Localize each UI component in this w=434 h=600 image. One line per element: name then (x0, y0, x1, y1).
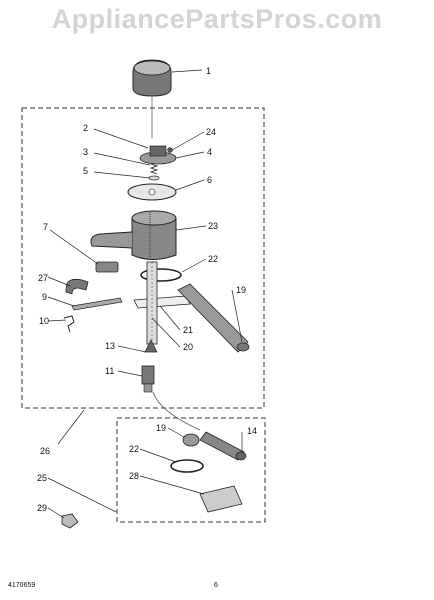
callout-7: 7 (43, 222, 48, 232)
kit-part-gasket (199, 485, 243, 513)
kit-part-clip (61, 513, 79, 529)
callout-10: 10 (39, 316, 49, 326)
callout-19-kit: 19 (156, 423, 166, 433)
callout-11: 11 (105, 366, 114, 376)
callout-24: 24 (206, 127, 216, 137)
part-disc-hole (148, 188, 156, 196)
callout-20: 20 (183, 342, 193, 352)
hose-line (152, 391, 201, 431)
callout-22-kit: 22 (129, 444, 139, 454)
kit-boundary (116, 417, 266, 523)
part-spout-body (90, 210, 177, 260)
leader-lines (47, 69, 243, 519)
callout-3: 3 (83, 147, 88, 157)
callout-labels: 1 2 24 3 4 5 6 7 23 22 27 19 9 10 21 20 … (37, 66, 257, 513)
kit-part-washer (182, 433, 200, 447)
callout-28: 28 (129, 471, 139, 481)
callout-4: 4 (207, 147, 212, 157)
callout-14: 14 (247, 426, 257, 436)
part-clamp-strap (71, 297, 123, 311)
callout-22: 22 (208, 254, 218, 264)
part-gasket (133, 295, 191, 309)
part-clip (63, 315, 75, 333)
assembly-boundary (21, 107, 265, 409)
callout-27: 27 (38, 273, 48, 283)
part-aerator (95, 261, 119, 273)
callout-25: 25 (37, 473, 47, 483)
callout-19: 19 (236, 285, 246, 295)
callout-26: 26 (40, 446, 50, 456)
part-valve-stem (144, 339, 158, 353)
document-number: 4170659 (8, 582, 36, 589)
callout-21: 21 (183, 325, 193, 335)
callout-23: 23 (208, 221, 218, 231)
part-knob (132, 59, 172, 97)
part-elbow (65, 278, 89, 295)
kit-part-o-ring (170, 459, 204, 473)
callout-13: 13 (105, 341, 115, 351)
kit-part-sprayer-head (199, 431, 247, 461)
part-o-ring (140, 268, 182, 282)
callout-2: 2 (83, 123, 88, 133)
part-fitting (141, 365, 155, 393)
callout-1: 1 (206, 66, 211, 76)
part-sprayer-tip (236, 342, 250, 352)
callout-9: 9 (42, 292, 47, 302)
part-switch-plate (139, 145, 177, 165)
watermark: AppliancePartsPros.com (51, 4, 383, 34)
page-number: 6 (214, 582, 218, 589)
part-sprayer-pipe (177, 283, 249, 353)
part-washer (148, 175, 160, 181)
callout-29: 29 (37, 503, 47, 513)
part-spring (149, 163, 159, 175)
part-shank (146, 261, 158, 345)
callout-5: 5 (83, 166, 88, 176)
callout-6: 6 (207, 175, 212, 185)
